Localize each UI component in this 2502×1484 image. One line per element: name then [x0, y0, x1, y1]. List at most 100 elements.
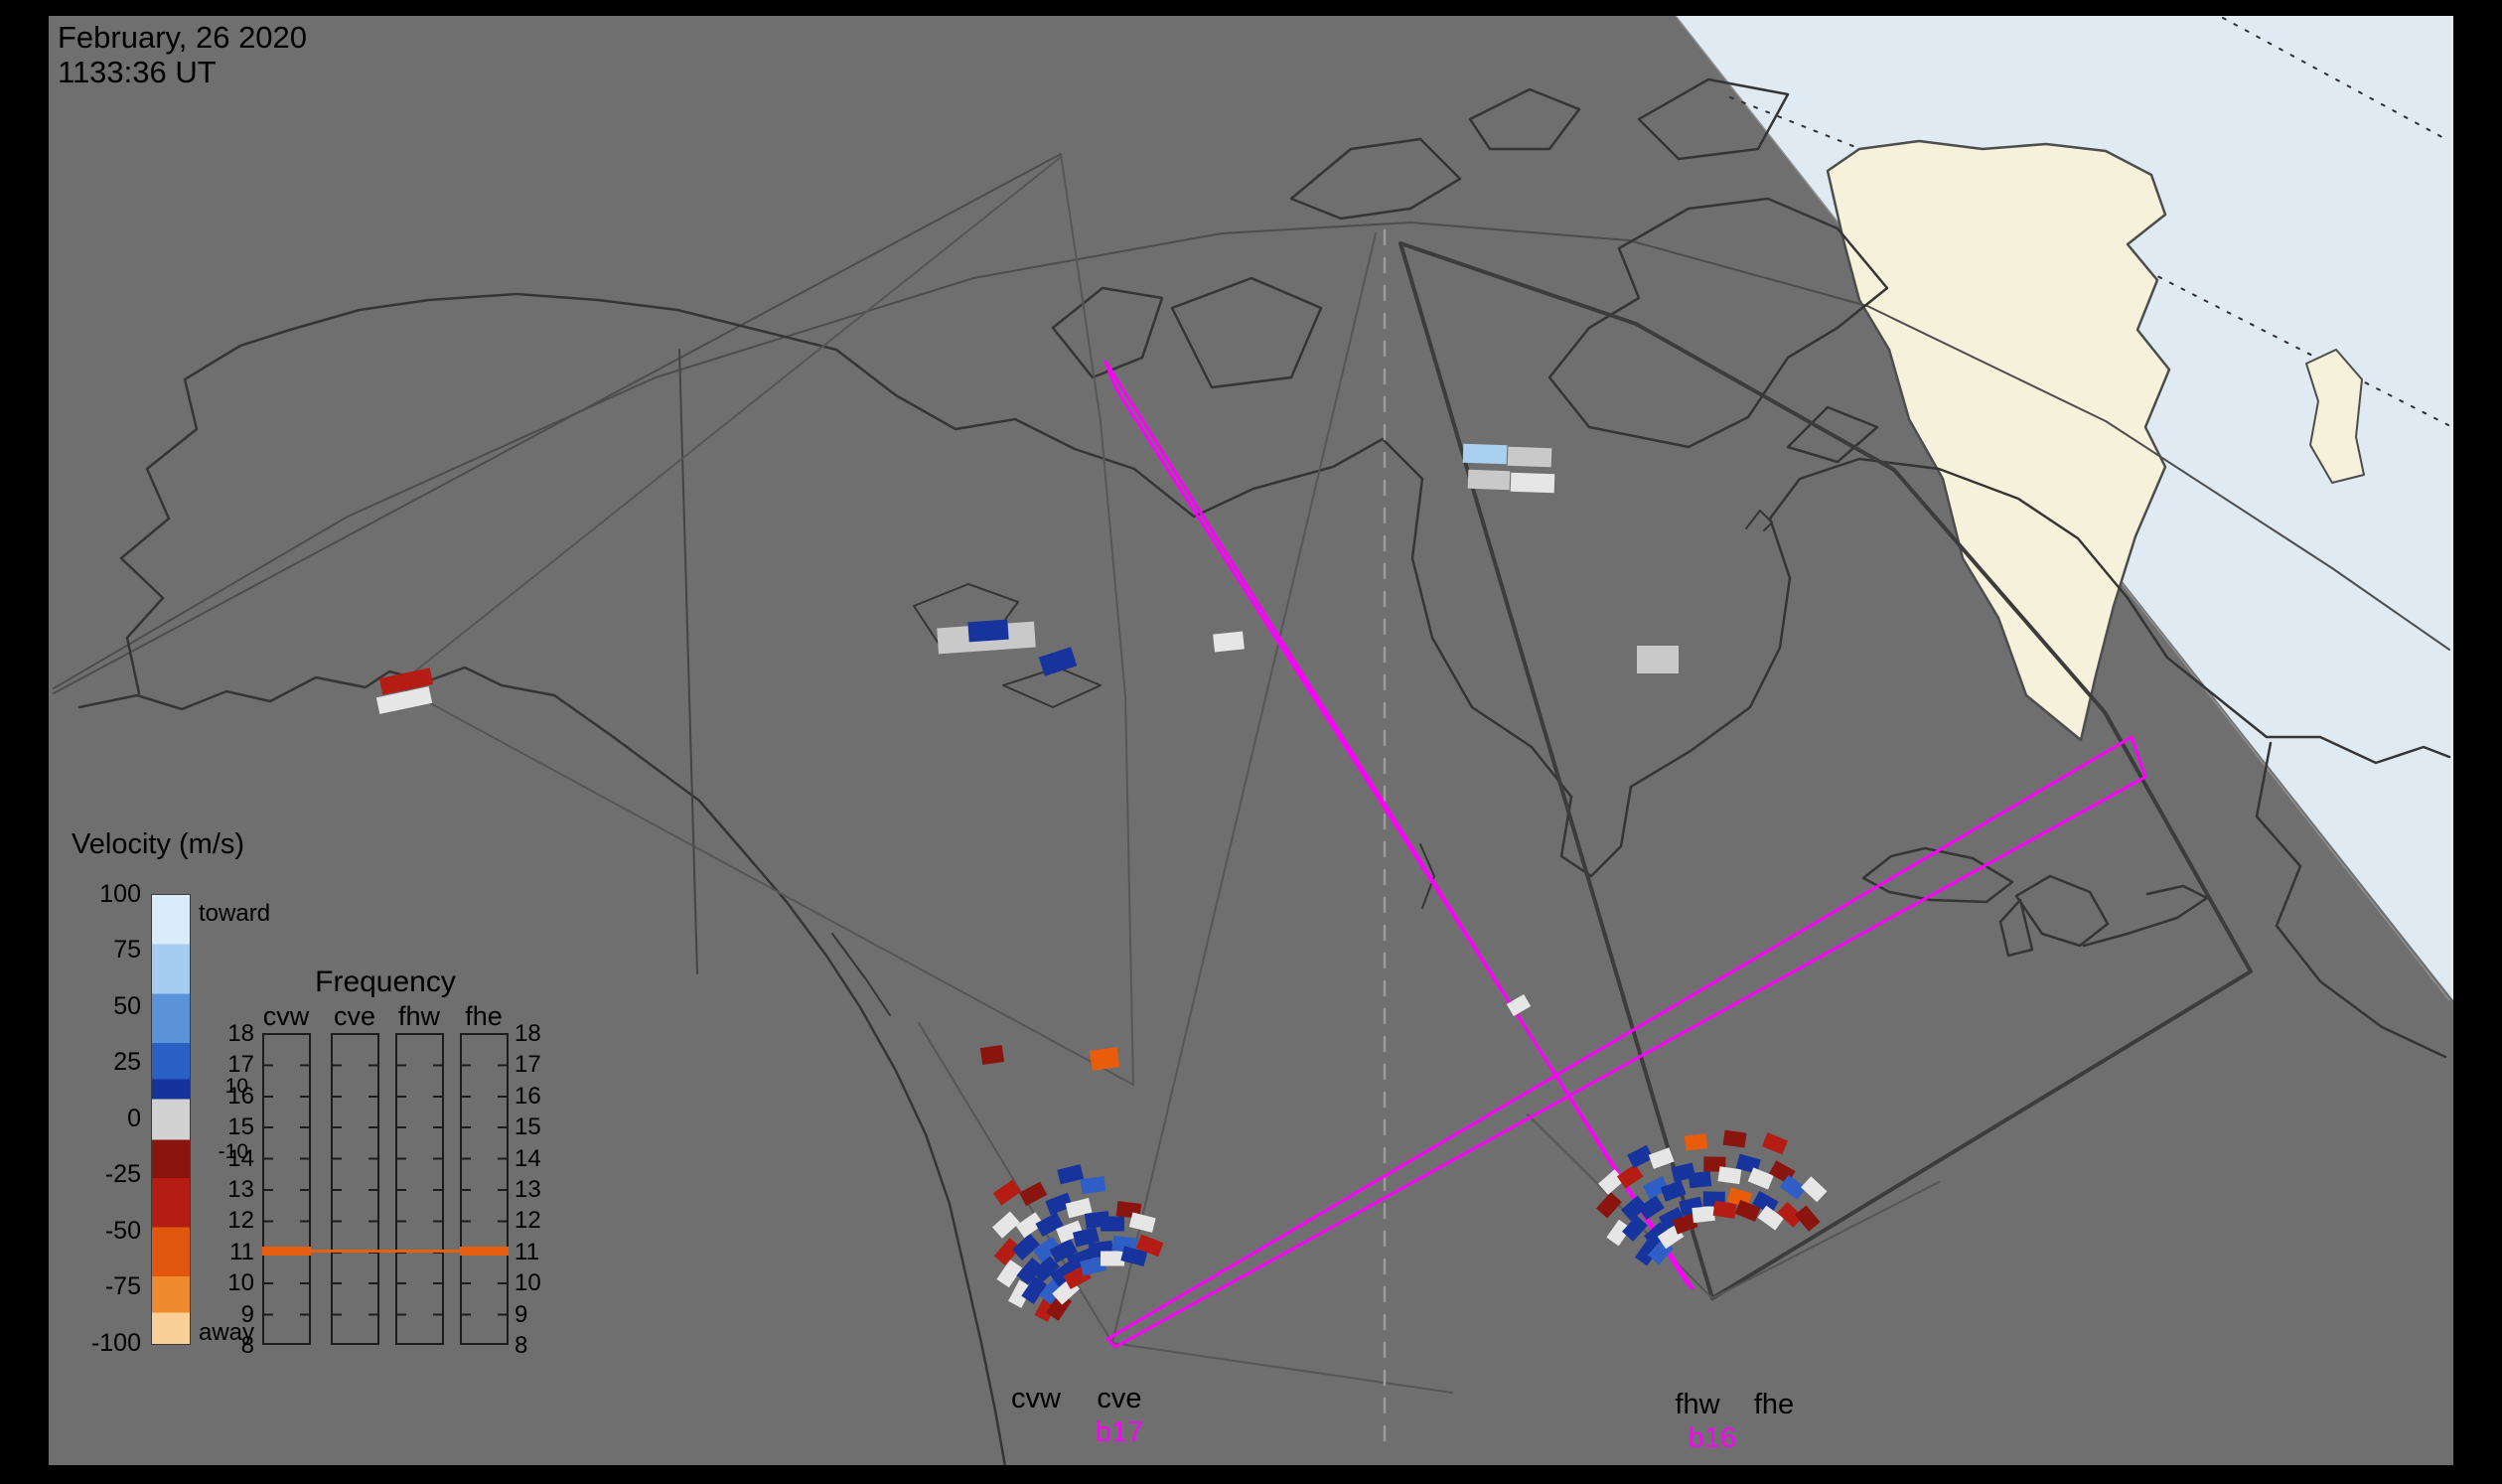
coast-ungava-detail	[1745, 510, 1773, 531]
velocity-tick-label: 75	[113, 936, 141, 964]
greenland-landmass	[1826, 139, 2171, 742]
velocity-cell	[1627, 1144, 1654, 1169]
velocity-tick-label: 50	[113, 992, 141, 1020]
frequency-ticks	[300, 1035, 309, 1343]
velocity-cell	[1712, 1200, 1737, 1219]
velocity-cell	[1510, 472, 1555, 494]
velocity-cell	[1638, 1195, 1665, 1221]
velocity-cell	[1065, 1197, 1093, 1219]
meridian-line-west	[53, 153, 1062, 694]
timestamp: February, 26 2020 1133:36 UT	[58, 20, 307, 89]
velocity-cell	[992, 1211, 1020, 1239]
frequency-scale-label-left: 12	[227, 1207, 254, 1234]
velocity-cell	[1056, 1220, 1084, 1244]
velocity-tick-label: -75	[104, 1272, 141, 1300]
frequency-column-header: fhe	[465, 1001, 503, 1031]
velocity-cell	[1794, 1205, 1821, 1232]
velocity-cell	[1080, 1256, 1107, 1276]
frequency-scale-label-left: 18	[227, 1020, 254, 1047]
frequency-scale-label-left: 11	[229, 1239, 254, 1265]
velocity-cell	[1643, 1175, 1670, 1200]
frequency-scale-label-left: 16	[227, 1083, 254, 1110]
noise-scale-label: 10	[224, 1075, 248, 1098]
velocity-cell	[375, 686, 433, 714]
velocity-tick-label: -100	[90, 1329, 141, 1357]
velocity-cell	[979, 1045, 1005, 1065]
velocity-cell	[1016, 1257, 1044, 1285]
fov-kodiak-left-edge	[396, 156, 1062, 686]
velocity-cell	[1101, 1251, 1124, 1266]
frequency-scale-label-right: 14	[515, 1145, 541, 1172]
frequency-scale-label-left: 8	[240, 1332, 254, 1359]
velocity-tick-label: 100	[99, 880, 141, 908]
velocity-tick-label: -50	[104, 1217, 141, 1245]
latitude-arc	[53, 222, 2450, 689]
velocity-cell	[1507, 446, 1552, 468]
velocity-cell	[1658, 1207, 1686, 1231]
velocity-cell	[1035, 1212, 1064, 1238]
velocity-cell	[1467, 469, 1511, 491]
island-southampton	[1786, 405, 1879, 464]
velocity-cell	[1616, 1163, 1644, 1189]
velocity-cell	[1080, 1176, 1106, 1195]
lake-superior	[1861, 846, 2014, 904]
fov-cvw-edge	[918, 1022, 1113, 1344]
frequency-scale-label-left: 9	[240, 1301, 254, 1328]
lake-erie-ontario	[2082, 884, 2209, 948]
lake-huron	[2014, 874, 2110, 948]
fov-cv-north-edge	[1111, 232, 1377, 1344]
velocity-cell	[1596, 1192, 1622, 1219]
velocity-tick-label: 25	[113, 1048, 141, 1076]
velocity-cell	[1621, 1195, 1648, 1222]
velocity-cell	[1135, 1234, 1164, 1258]
fov-fh-bold-fan	[1398, 241, 2253, 1300]
frequency-column-cvw	[262, 1033, 311, 1345]
beam-label-b17: b17	[1095, 1416, 1144, 1448]
graticule-dotted-2	[2222, 17, 2450, 142]
velocity-cell	[1462, 443, 1508, 465]
frequency-column-cve	[331, 1033, 379, 1345]
fov-kodiak-right-edge	[396, 684, 1134, 1086]
frequency-ticks	[433, 1035, 442, 1343]
velocity-cell	[1734, 1199, 1761, 1222]
velocity-cell	[1049, 1239, 1078, 1263]
island-victoria	[1170, 276, 1323, 389]
velocity-colorbar	[151, 894, 191, 1345]
frequency-ticks	[333, 1035, 342, 1343]
coast-vancouver-island	[831, 933, 891, 1016]
frequency-scale-label-right: 8	[515, 1332, 528, 1359]
island-arctic-1	[1289, 137, 1462, 221]
frequency-scale-label-left: 10	[227, 1269, 254, 1296]
coast-west	[77, 666, 1007, 1465]
lake-michigan	[1998, 898, 2034, 958]
frequency-scale-label-right: 17	[515, 1051, 541, 1078]
velocity-cell	[1779, 1174, 1807, 1200]
velocity-cell	[1747, 1167, 1774, 1190]
velocity-cell	[1648, 1147, 1675, 1169]
great-bear-lake	[913, 583, 1019, 645]
velocity-cell	[1684, 1133, 1708, 1151]
velocity-cell	[1506, 993, 1532, 1017]
velocity-cell	[967, 619, 1009, 643]
frequency-scale-label-right: 16	[515, 1083, 541, 1110]
velocity-cells-layer	[375, 443, 1828, 1322]
velocity-cell	[1622, 1215, 1648, 1242]
frequency-ticks	[498, 1035, 507, 1343]
island-ellesmere	[1637, 77, 1790, 161]
island-banks	[1051, 286, 1164, 379]
radar-label-fhe: fhe	[1753, 1389, 1795, 1420]
velocity-cell	[1801, 1176, 1828, 1203]
velocity-cell	[1722, 1129, 1747, 1148]
fov-fhe-edge	[1711, 1181, 1940, 1299]
frequency-column-fhw	[395, 1033, 444, 1345]
lake-winnipeg	[1419, 843, 1435, 909]
velocity-cell	[1032, 1256, 1061, 1283]
velocity-cell	[1717, 1166, 1742, 1185]
island-day-side	[2305, 349, 2365, 484]
radar-label-cve: cve	[1097, 1383, 1142, 1414]
frequency-legend-title: Frequency	[315, 965, 456, 998]
frequency-scale-label-left: 13	[227, 1176, 254, 1203]
island-arctic-2	[1468, 87, 1581, 151]
